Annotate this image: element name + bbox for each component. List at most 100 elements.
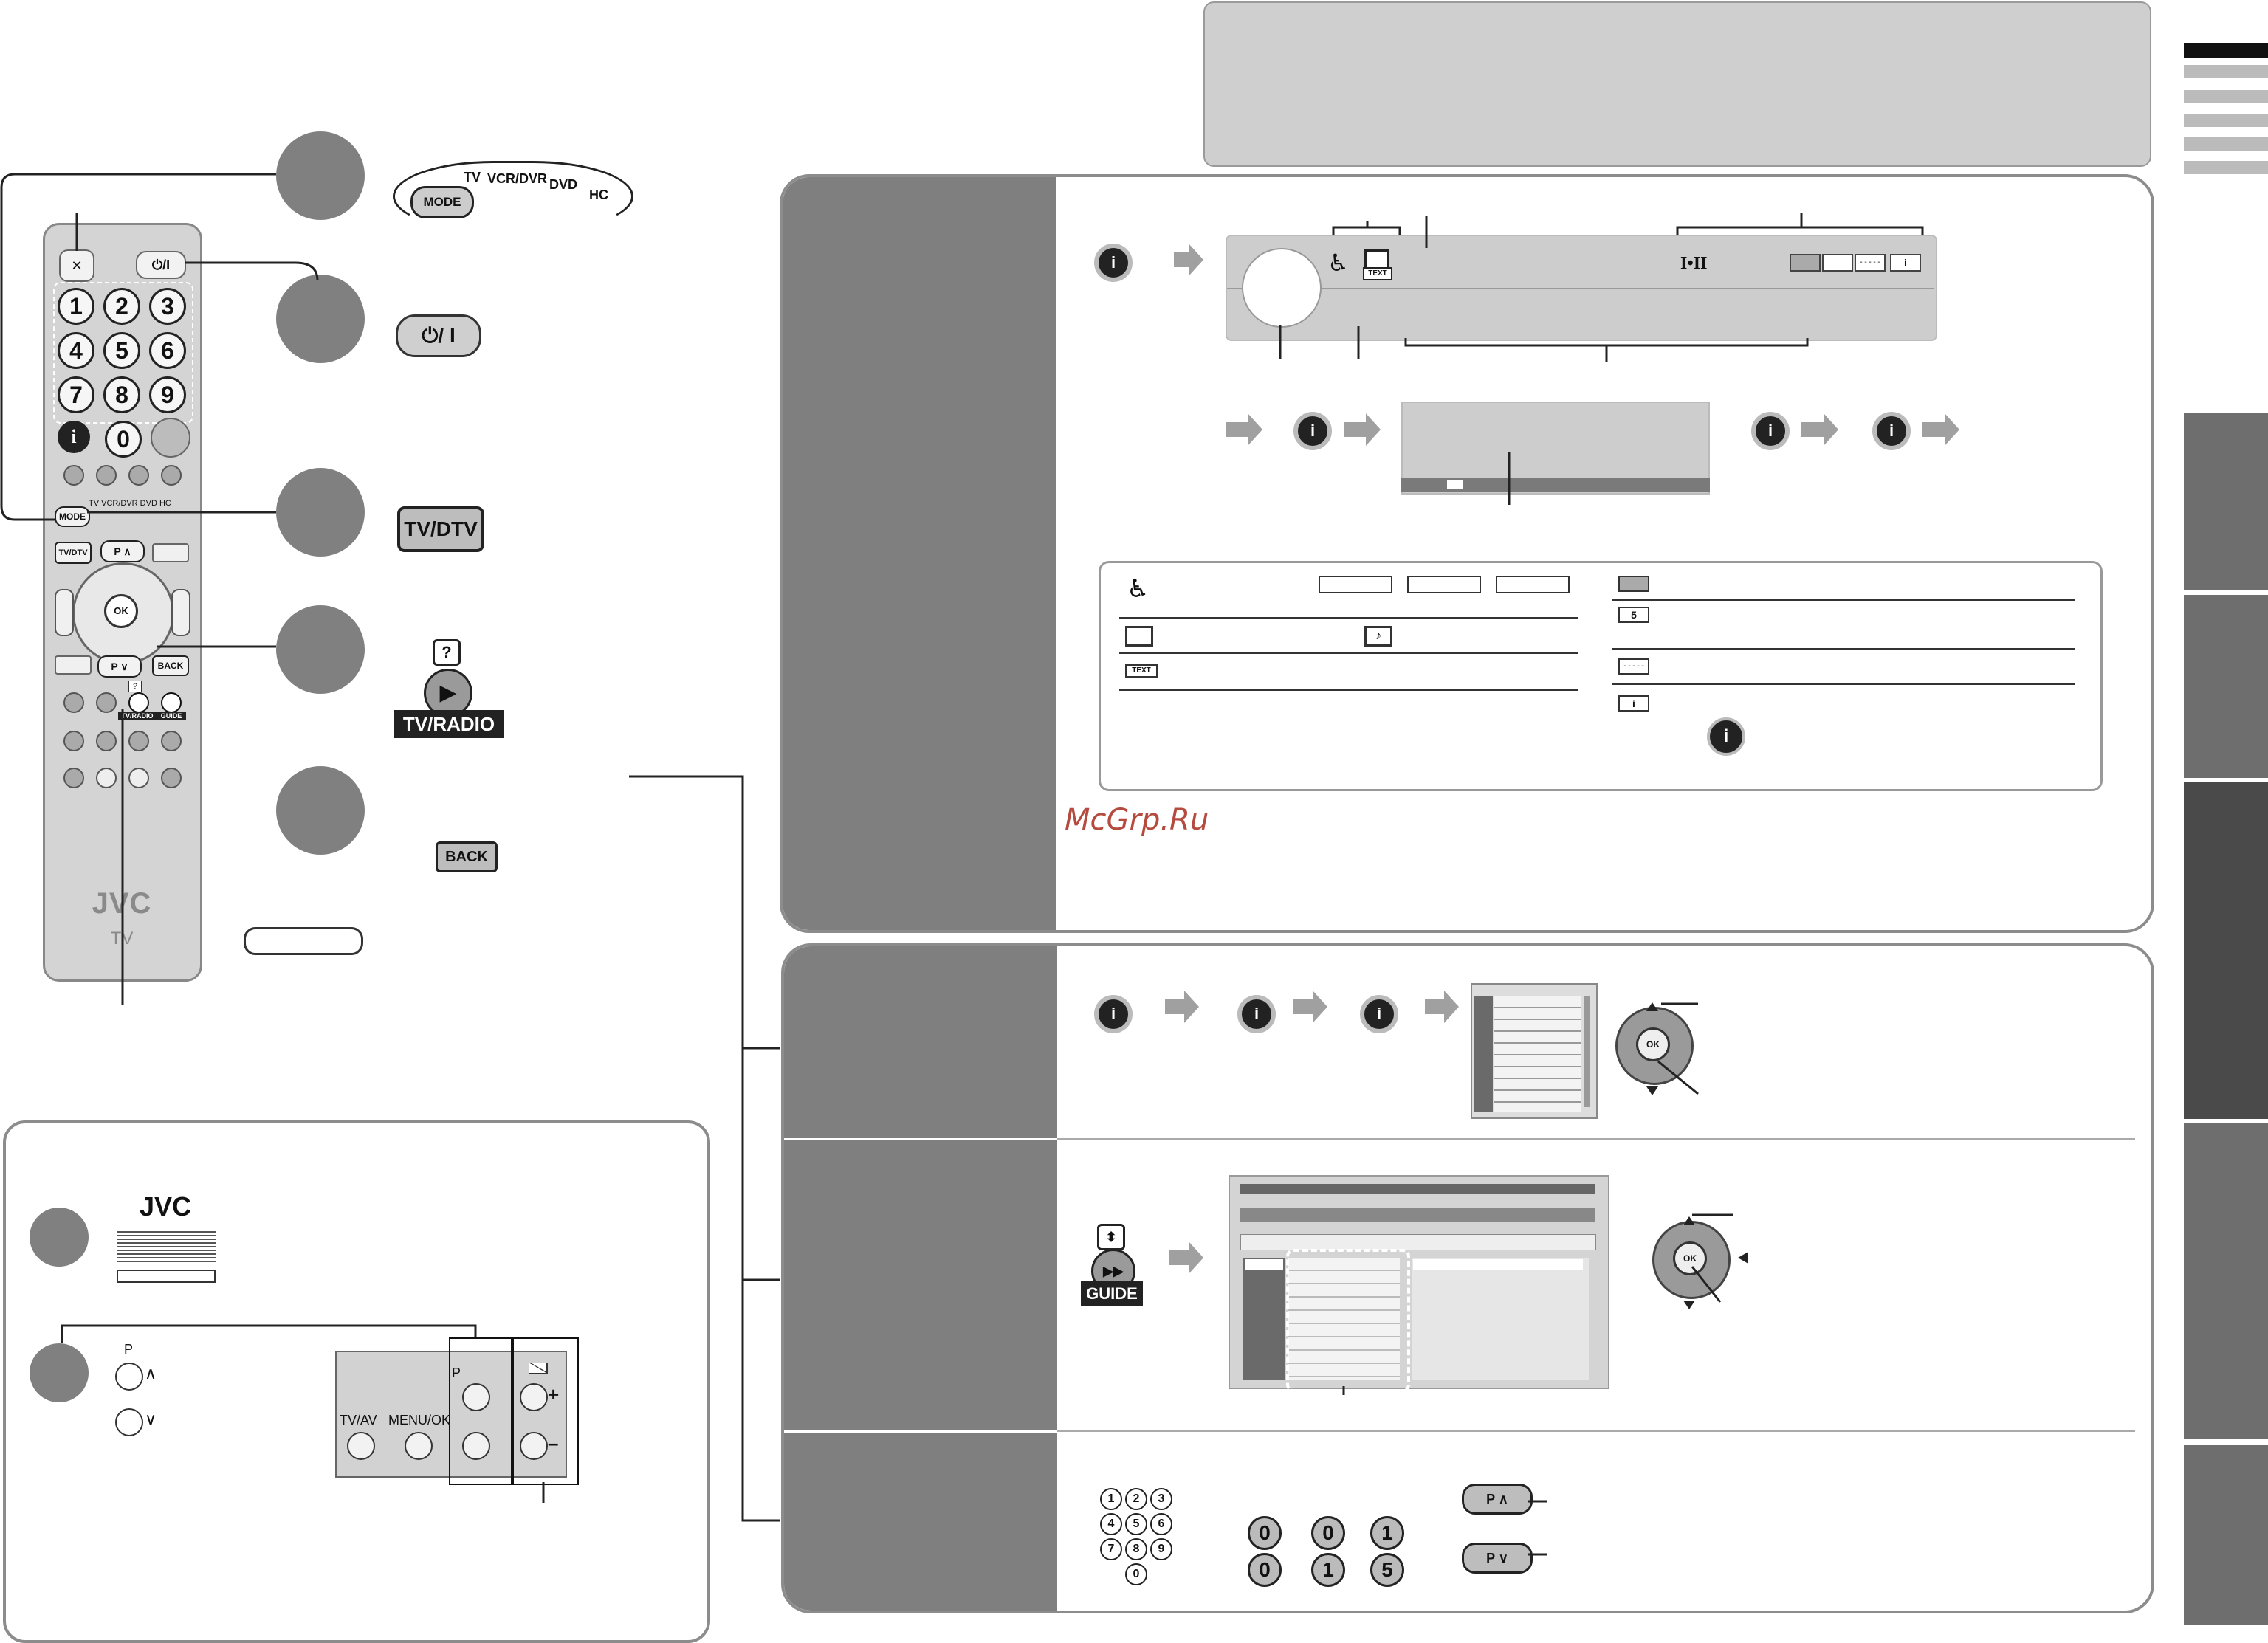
row-divider (1057, 1430, 2135, 1432)
remote-small-key[interactable] (128, 465, 149, 486)
keypad-key[interactable]: 9 (1150, 1538, 1172, 1560)
keypad-key[interactable]: 1 (58, 288, 94, 325)
epg-title-bar (1240, 1184, 1595, 1194)
channel-down-button[interactable]: P ∨ (1462, 1543, 1533, 1574)
keypad-key[interactable]: 2 (103, 288, 140, 325)
remote-back-button[interactable]: BACK (152, 655, 189, 676)
mode-arc-hc: HC (589, 187, 608, 202)
keypad-key[interactable]: 5 (103, 332, 140, 369)
nav-ok-button[interactable]: OK (1673, 1241, 1707, 1275)
remote-color-key[interactable] (55, 655, 92, 675)
remote-small-key[interactable] (63, 692, 84, 713)
top-title-box (1203, 1, 2151, 167)
keypad-key[interactable]: 5 (1125, 1513, 1147, 1535)
step-power-button[interactable]: ⏻/ I (396, 314, 481, 357)
remote-vol-up[interactable] (171, 589, 190, 636)
p-down-round-button[interactable] (115, 1408, 143, 1436)
keypad-key[interactable]: 8 (1125, 1538, 1147, 1560)
remote-tvdtv-button[interactable]: TV/DTV (55, 542, 92, 564)
step-tvdtv-button[interactable]: TV/DTV (397, 506, 484, 552)
remote-ok-button[interactable]: OK (104, 594, 138, 628)
menuok-button[interactable] (405, 1432, 433, 1460)
keypad-key[interactable]: 7 (1100, 1538, 1122, 1560)
info-button-icon[interactable]: i (1872, 412, 1911, 450)
legend-person-icon: ♿ (1127, 575, 1150, 603)
remote-small-key[interactable] (96, 731, 117, 751)
keypad-key[interactable]: 8 (103, 376, 140, 413)
remote-info-button[interactable]: i (58, 421, 90, 453)
keypad-key[interactable]: 3 (1150, 1488, 1172, 1510)
remote-return-button[interactable] (151, 418, 190, 458)
legend-divider (1612, 648, 2075, 650)
legend-blank-box (1319, 576, 1392, 593)
info-button-icon[interactable]: i (1751, 412, 1790, 450)
step-back-button[interactable]: BACK (436, 841, 498, 872)
remote-guide-key[interactable] (161, 692, 182, 713)
remote-small-key[interactable] (161, 465, 182, 486)
p-up-round-button[interactable] (115, 1363, 143, 1391)
remote-zero-button[interactable]: 0 (105, 421, 142, 458)
channel-up-button[interactable]: P ∧ (1462, 1484, 1533, 1515)
number-keypad: 1 2 3 4 5 6 7 8 9 0 (1100, 1488, 1181, 1585)
panel-p-up-button[interactable] (462, 1383, 490, 1411)
remote-mode-button[interactable]: MODE (55, 506, 90, 527)
keypad-key[interactable]: 0 (1125, 1563, 1147, 1585)
keypad-key[interactable]: 7 (58, 376, 94, 413)
epg-selected-channel (1245, 1259, 1283, 1270)
step-play-button[interactable]: ▶ (424, 669, 472, 717)
info-banner-text-badge: TEXT (1363, 267, 1392, 280)
panel-p-down-button[interactable] (462, 1432, 490, 1460)
footer-icon (1447, 480, 1463, 489)
p-label-small: P (124, 1342, 134, 1357)
remote-color-key[interactable] (152, 543, 189, 562)
channel-list-scrollbar[interactable] (1584, 996, 1590, 1107)
remote-help-icon[interactable]: ? (128, 681, 142, 692)
info-button-icon[interactable]: i (1094, 995, 1133, 1033)
remote-small-key[interactable] (63, 768, 84, 788)
side-section-tab (2184, 413, 2268, 590)
info-button-icon[interactable]: i (1293, 412, 1332, 450)
step-help-button[interactable]: ? (433, 639, 461, 666)
keypad-key[interactable]: 4 (1100, 1513, 1122, 1535)
keypad-key[interactable]: 6 (149, 332, 186, 369)
step-marker (276, 766, 365, 855)
keypad-key[interactable]: 6 (1150, 1513, 1172, 1535)
keypad-key[interactable]: 4 (58, 332, 94, 369)
keypad-key[interactable]: 1 (1100, 1488, 1122, 1510)
remote-small-key[interactable] (128, 731, 149, 751)
remote-p-up-button[interactable]: P ∧ (100, 540, 145, 562)
nav-ok-button[interactable]: OK (1636, 1027, 1670, 1061)
legend-divider (1119, 617, 1578, 619)
keypad-key[interactable]: 2 (1125, 1488, 1147, 1510)
info-button-icon[interactable]: i (1094, 244, 1133, 282)
info-button-icon[interactable]: i (1360, 995, 1398, 1033)
remote-small-key[interactable] (161, 731, 182, 751)
remote-power-button[interactable]: ⏻/I (136, 251, 186, 279)
p-up-chevron: ∧ (145, 1364, 157, 1382)
remote-mute-button[interactable]: ✕ (59, 249, 94, 282)
remote-small-key[interactable] (96, 692, 117, 713)
panel-vol-up-button[interactable] (520, 1383, 548, 1411)
legend-text-badge: TEXT (1125, 664, 1158, 678)
remote-small-key[interactable] (63, 731, 84, 751)
remote-p-down-button[interactable]: P ∨ (97, 655, 142, 678)
tvav-button[interactable] (347, 1432, 375, 1460)
info-banner-divider (1227, 288, 1934, 289)
info-button-icon[interactable]: i (1237, 995, 1276, 1033)
keypad-key[interactable]: 9 (149, 376, 186, 413)
remote-vol-down[interactable] (55, 589, 74, 636)
keypad-key[interactable]: 3 (149, 288, 186, 325)
step-marker (276, 275, 365, 363)
legend-divider (1612, 599, 2075, 601)
remote-small-key[interactable] (128, 768, 149, 788)
remote-small-key[interactable] (96, 465, 117, 486)
channel-list-index (1474, 996, 1493, 1112)
epg-toolbar (1240, 1208, 1595, 1222)
remote-small-key[interactable] (161, 768, 182, 788)
legend-info-badge: i (1618, 695, 1649, 712)
guide-label: GUIDE (1081, 1281, 1143, 1306)
remote-small-key[interactable] (96, 768, 117, 788)
remote-small-key[interactable] (63, 465, 84, 486)
panel-vol-down-button[interactable] (520, 1432, 548, 1460)
legend-info-button-icon: i (1707, 717, 1745, 756)
